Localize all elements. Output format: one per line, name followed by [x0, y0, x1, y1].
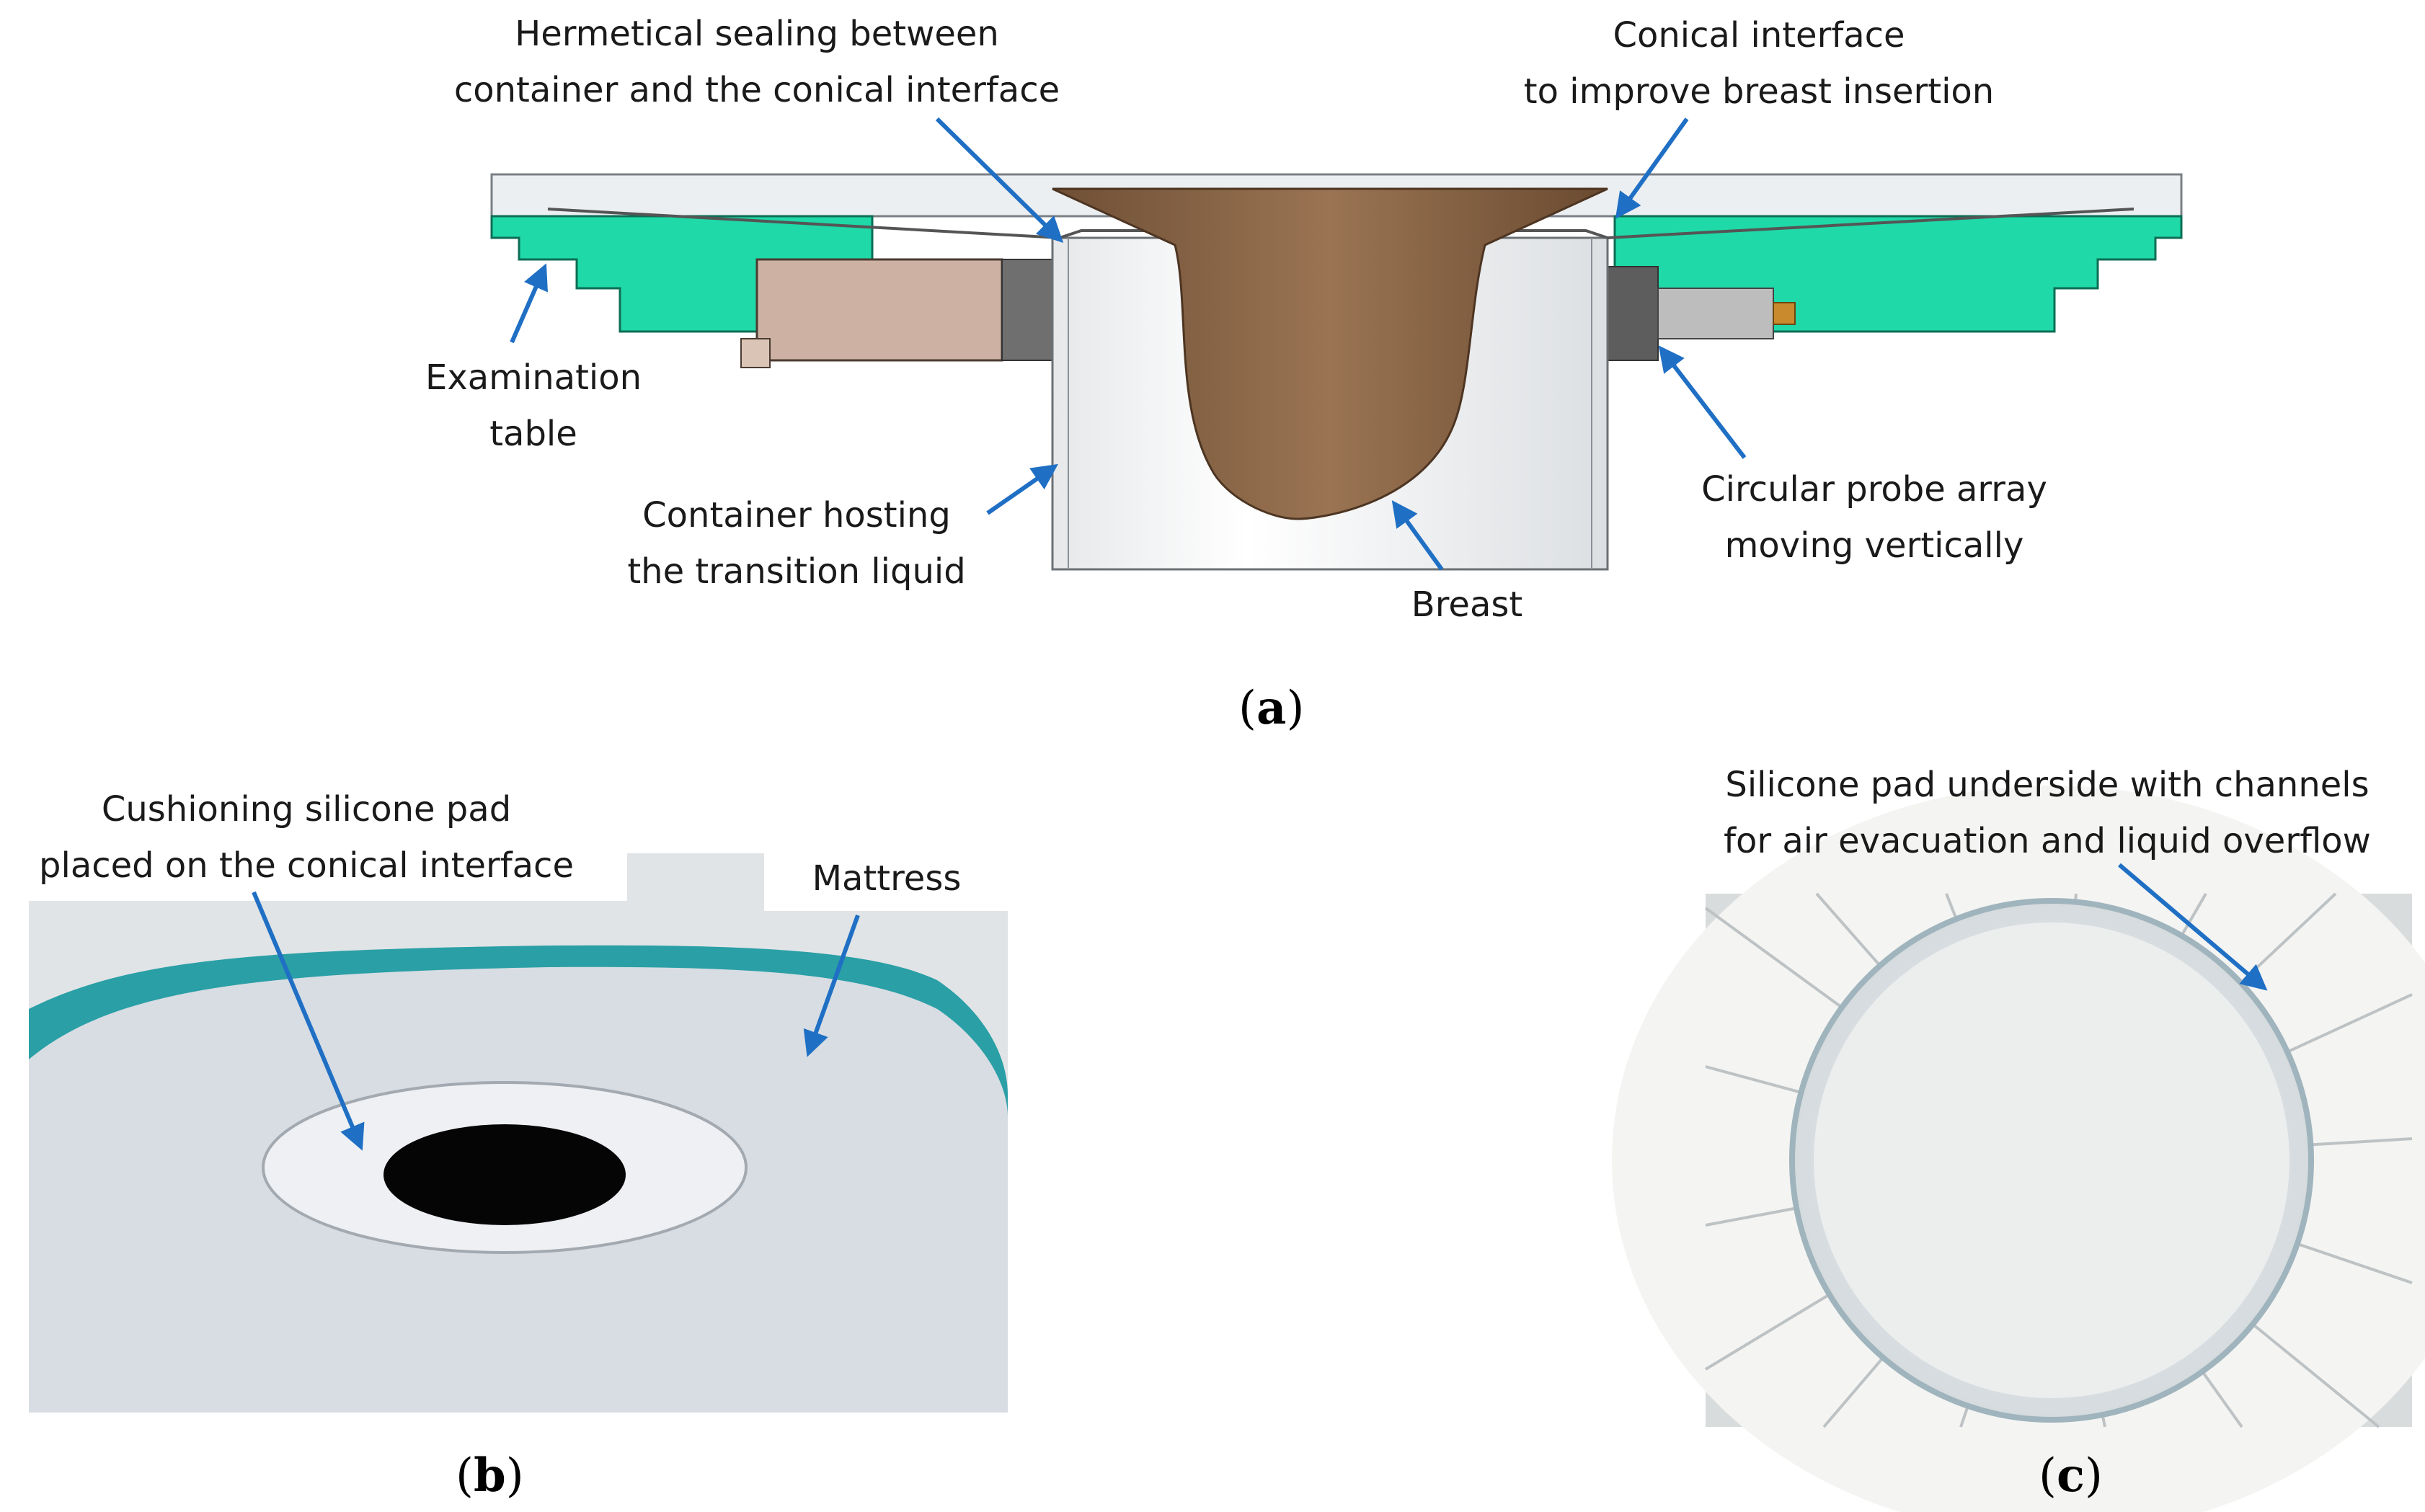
label-pad-underside: Silicone pad underside with channels for… [1724, 765, 2371, 861]
label-conical-interface: Conical interface to improve breast inse… [1523, 15, 1995, 112]
arrow-mattress [803, 914, 860, 1057]
panel-a-drawing [490, 173, 2183, 571]
panel-a-arrows [510, 117, 1747, 571]
label-mattress: Mattress [812, 858, 962, 899]
panel-label-c: (c) [2039, 1449, 2103, 1503]
panel-b-photo [0, 853, 1008, 1413]
label-breast: Breast [1411, 584, 1523, 625]
panel-c-photo [1612, 786, 2425, 1512]
probe-housing-left [755, 258, 1003, 362]
pad-opening [384, 1124, 626, 1225]
probe-array-right [1607, 266, 1659, 361]
arrow-breast [1391, 500, 1444, 571]
probe-connector [1657, 288, 1774, 339]
arrow-hermetical-sealing [935, 117, 1064, 244]
panel-b-arrows [252, 891, 860, 1151]
panel-label-b: (b) [456, 1449, 524, 1503]
arrow-examination-table [510, 263, 548, 344]
label-probe-array: Circular probe array moving vertically [1701, 469, 2047, 566]
panel-c-arrows [2118, 863, 2268, 991]
arrow-conical-interface [1615, 117, 1689, 219]
breast-model [1052, 187, 1608, 520]
arrow-silicone-pad [252, 891, 365, 1151]
label-examination-table: Examination table [425, 357, 642, 454]
panel-label-a: (a) [1238, 681, 1305, 735]
arrow-probe-array [1658, 345, 1747, 459]
label-hermetical-sealing: Hermetical sealing between container and… [453, 14, 1060, 110]
label-silicone-pad: Cushioning silicone pad placed on the co… [39, 789, 574, 886]
label-container: Container hosting the transition liquid [627, 495, 966, 592]
arrow-pad-underside [2118, 863, 2268, 991]
probe-array-left [1001, 259, 1053, 361]
arrow-container [986, 463, 1058, 515]
